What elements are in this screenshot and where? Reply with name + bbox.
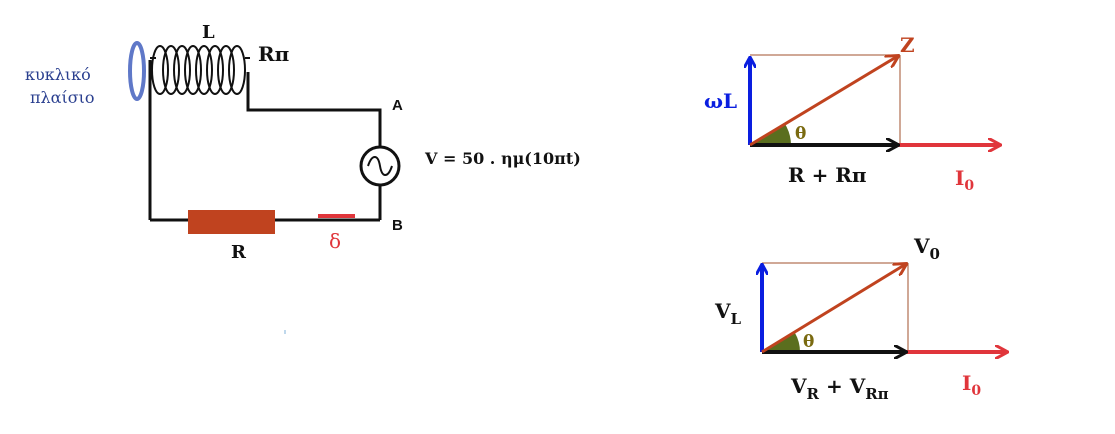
frame-label-line1: κυκλικό (25, 65, 91, 84)
voltage-phasor-diagram: VL V0 θ VR + VRπ I0 (714, 234, 1007, 403)
inductor-voltage-label: VL (714, 299, 742, 328)
top-right-wire (246, 72, 382, 148)
resistor (188, 210, 275, 234)
switch-label: δ (329, 229, 341, 253)
total-voltage-vector (761, 264, 906, 354)
circular-frame-ring (128, 41, 146, 101)
resistive-voltage-sum-label: VR + VRπ (790, 374, 889, 403)
inductor-label: L (202, 22, 215, 43)
total-voltage-label: V0 (913, 234, 940, 263)
current-label-2: I0 (962, 371, 981, 399)
source-equation: V = 50 . ημ(10πt) (424, 149, 581, 168)
reactance-label: ωL (704, 89, 737, 113)
theta-label: θ (795, 124, 806, 144)
frame-label-line2: πλαίσιο (30, 88, 95, 107)
resistance-sum-label: R + Rπ (788, 163, 867, 187)
node-a-label: A (392, 97, 403, 114)
impedance-vector (749, 56, 898, 147)
node-b-label: B (392, 217, 403, 234)
ac-source-icon (359, 145, 401, 187)
impedance-label: Z (900, 33, 915, 57)
theta-label-2: θ (803, 332, 814, 352)
inductor-coil (150, 45, 250, 95)
circuit: L Rπ κυκλικό πλαίσιο A B V = 50 . ημ(10π… (25, 22, 581, 334)
resistor-label: R (231, 242, 247, 263)
inductor-resistance-label: Rπ (258, 42, 289, 66)
current-label: I0 (955, 166, 974, 194)
impedance-phasor-diagram: ωL Z θ R + Rπ I0 (704, 33, 1000, 194)
